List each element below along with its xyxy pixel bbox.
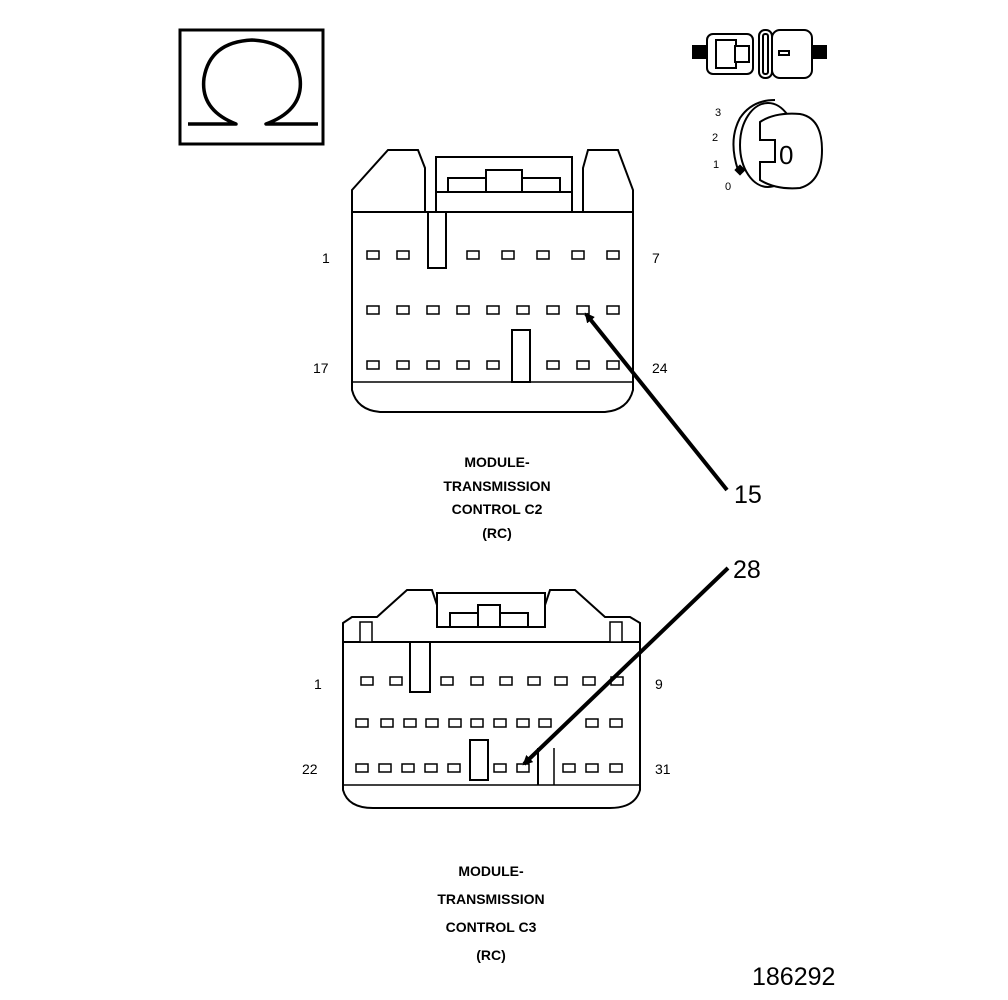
c2-pin-cavity	[456, 360, 470, 370]
c3-pin-9-label: 9	[655, 676, 663, 692]
ohm-symbol-icon	[178, 28, 325, 146]
c3-pin-cavity	[527, 676, 541, 686]
c2-pin-1-label: 1	[322, 250, 330, 266]
c2-pin-cavity	[456, 305, 470, 315]
c2-pin-cavity	[546, 305, 560, 315]
key-position-label: 0	[779, 140, 793, 170]
c3-pin-cavity	[582, 676, 596, 686]
c3-pin-cavity	[424, 763, 438, 773]
c2-pin-cavity	[516, 305, 530, 315]
connector-c3: 1 9 22 31 MODULE- TRANSMISSION CONTROL C…	[302, 556, 761, 963]
c3-pin-cavity	[554, 676, 568, 686]
connector-c2-pins	[366, 250, 620, 370]
c3-pin-cavity	[425, 718, 439, 728]
c2-pin-cavity	[426, 305, 440, 315]
ignition-position-0: 0	[725, 181, 731, 193]
c2-pin-cavity	[366, 305, 380, 315]
svg-text:(RC): (RC)	[476, 947, 506, 963]
c2-pin-cavity	[366, 360, 380, 370]
callout-28-leader	[522, 566, 730, 766]
c3-pin-cavity	[493, 763, 507, 773]
c2-pin-24-label: 24	[652, 360, 668, 376]
c3-pin-cavity	[360, 676, 374, 686]
c2-pin-cavity	[396, 250, 410, 260]
ignition-position-2: 2	[712, 132, 718, 144]
c3-pin-cavity	[493, 718, 507, 728]
svg-text:MODULE-: MODULE-	[458, 863, 524, 879]
c3-pin-cavity	[447, 763, 461, 773]
svg-text:TRANSMISSION: TRANSMISSION	[443, 478, 550, 494]
ignition-key-icon: 3 2 1 0 0	[712, 99, 824, 193]
svg-text:CONTROL C2: CONTROL C2	[452, 501, 543, 517]
callout-15-leader	[584, 312, 729, 492]
c2-pin-cavity	[366, 250, 380, 260]
c2-pin-17-label: 17	[313, 360, 329, 376]
c2-pin-cavity	[606, 305, 620, 315]
c3-pin-cavity	[378, 763, 392, 773]
c3-pin-cavity	[609, 763, 623, 773]
c2-pin-cavity	[396, 305, 410, 315]
c3-pin-cavity	[499, 676, 513, 686]
c3-pin-cavity	[448, 718, 462, 728]
c3-pin-cavity	[403, 718, 417, 728]
c3-pin-cavity	[401, 763, 415, 773]
c3-pin-cavity	[538, 718, 552, 728]
c2-pin-cavity	[606, 360, 620, 370]
c3-pin-cavity	[609, 718, 623, 728]
c2-pin-cavity	[536, 250, 550, 260]
svg-text:CONTROL C3: CONTROL C3	[446, 919, 537, 935]
c3-pin-cavity	[470, 718, 484, 728]
callout-15: 15	[734, 481, 762, 509]
connector-c2-caption: MODULE- TRANSMISSION CONTROL C2 (RC)	[443, 454, 550, 541]
callout-28: 28	[733, 556, 761, 584]
c3-pin-cavity	[440, 676, 454, 686]
svg-text:TRANSMISSION: TRANSMISSION	[437, 891, 544, 907]
c3-pin-cavity	[380, 718, 394, 728]
c2-pin-cavity	[501, 250, 515, 260]
c2-pin-cavity	[606, 250, 620, 260]
c3-pin-cavity	[516, 718, 530, 728]
connector-c2: 1 7 17 24 MODULE- TRANSMISSION CONTROL C…	[313, 149, 762, 541]
c3-pin-cavity	[355, 718, 369, 728]
c3-pin-cavity	[470, 676, 484, 686]
c3-pin-cavity	[389, 676, 403, 686]
c2-pin-cavity	[546, 360, 560, 370]
c2-pin-cavity	[486, 360, 500, 370]
c3-pin-cavity	[585, 763, 599, 773]
c2-pin-7-label: 7	[652, 250, 660, 266]
c3-pin-cavity	[355, 763, 369, 773]
ignition-position-1: 1	[713, 159, 719, 171]
svg-text:MODULE-: MODULE-	[464, 454, 530, 470]
c2-pin-cavity	[486, 305, 500, 315]
c3-pin-cavity	[562, 763, 576, 773]
c2-pin-cavity	[426, 360, 440, 370]
ignition-position-3: 3	[715, 107, 721, 119]
svg-text:(RC): (RC)	[482, 525, 512, 541]
c3-pin-cavity	[585, 718, 599, 728]
c2-pin-cavity	[571, 250, 585, 260]
c3-pin-31-label: 31	[655, 761, 671, 777]
connector-c3-pins	[355, 676, 624, 773]
c2-pin-cavity	[466, 250, 480, 260]
connector-c3-caption: MODULE- TRANSMISSION CONTROL C3 (RC)	[437, 863, 544, 963]
c3-pin-cavity	[516, 763, 530, 773]
c3-pin-22-label: 22	[302, 761, 318, 777]
figure-id: 186292	[752, 963, 835, 991]
c2-pin-cavity	[396, 360, 410, 370]
disconnected-connector-icon	[692, 29, 827, 79]
c2-pin-cavity	[576, 360, 590, 370]
c2-pin-cavity	[576, 305, 590, 315]
c3-pin-1-label: 1	[314, 676, 322, 692]
